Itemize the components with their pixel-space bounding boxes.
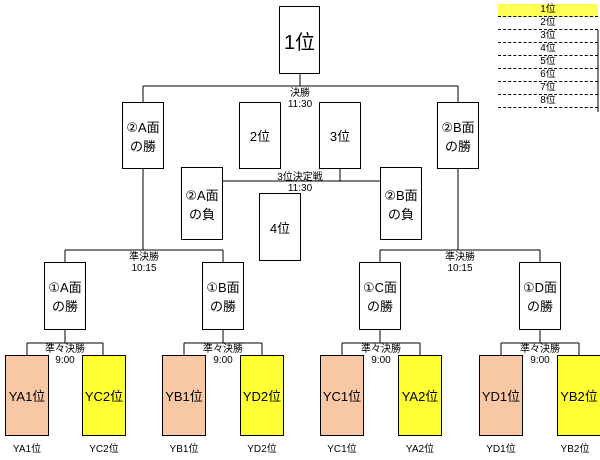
c-court-winner-1-box: ①C面の勝 <box>359 262 401 330</box>
third-place-box: 3位 <box>319 102 361 169</box>
team-box-yd2: YD2位 <box>240 355 284 436</box>
champion-box: 1位 <box>279 6 320 74</box>
legend-rank-2: 2位 <box>498 16 598 30</box>
team-tag-yb1: YB1位 <box>169 444 199 455</box>
team-tag-yc1: YC1位 <box>327 444 357 455</box>
b-side-winner-2-box: ②B面の勝 <box>437 102 479 169</box>
legend-rank-1: 1位 <box>498 4 598 17</box>
team-tag-yb2: YB2位 <box>560 444 590 455</box>
fourth-place-box: 4位 <box>259 193 301 261</box>
team-box-yb1: YB1位 <box>162 355 206 436</box>
d-court-winner-1-box: ①D面の勝 <box>519 262 561 330</box>
legend-rank-6: 6位 <box>498 68 598 82</box>
team-tag-ya1: YA1位 <box>12 444 42 455</box>
b-court-winner-1-box: ①B面の勝 <box>202 262 244 330</box>
team-tag-yd1: YD1位 <box>486 444 516 455</box>
legend-rank-5: 5位 <box>498 55 598 69</box>
b-side-loser-2-box: ②B面の負 <box>380 167 422 240</box>
team-tag-yc2: YC2位 <box>89 444 119 455</box>
ranking-legend: 1位 2位 3位 4位 5位 6位 7位 8位 <box>498 4 598 108</box>
team-box-yc2: YC2位 <box>82 355 126 436</box>
legend-rank-3: 3位 <box>498 29 598 43</box>
team-tag-ya2: YA2位 <box>405 444 435 455</box>
legend-rank-8: 8位 <box>498 94 598 108</box>
team-box-yc1: YC1位 <box>320 355 364 436</box>
a-side-winner-2-box: ②A面の勝 <box>122 102 164 169</box>
team-box-ya1: YA1位 <box>5 355 49 436</box>
team-box-yb2: YB2位 <box>557 355 600 436</box>
team-box-ya2: YA2位 <box>398 355 442 436</box>
team-box-yd1: YD1位 <box>479 355 523 436</box>
legend-rank-4: 4位 <box>498 42 598 56</box>
a-side-loser-2-box: ②A面の負 <box>181 167 223 240</box>
team-tag-yd2: YD2位 <box>247 444 277 455</box>
second-place-box: 2位 <box>239 102 281 169</box>
a-court-winner-1-box: ①A面の勝 <box>44 262 86 330</box>
legend-rank-7: 7位 <box>498 81 598 95</box>
